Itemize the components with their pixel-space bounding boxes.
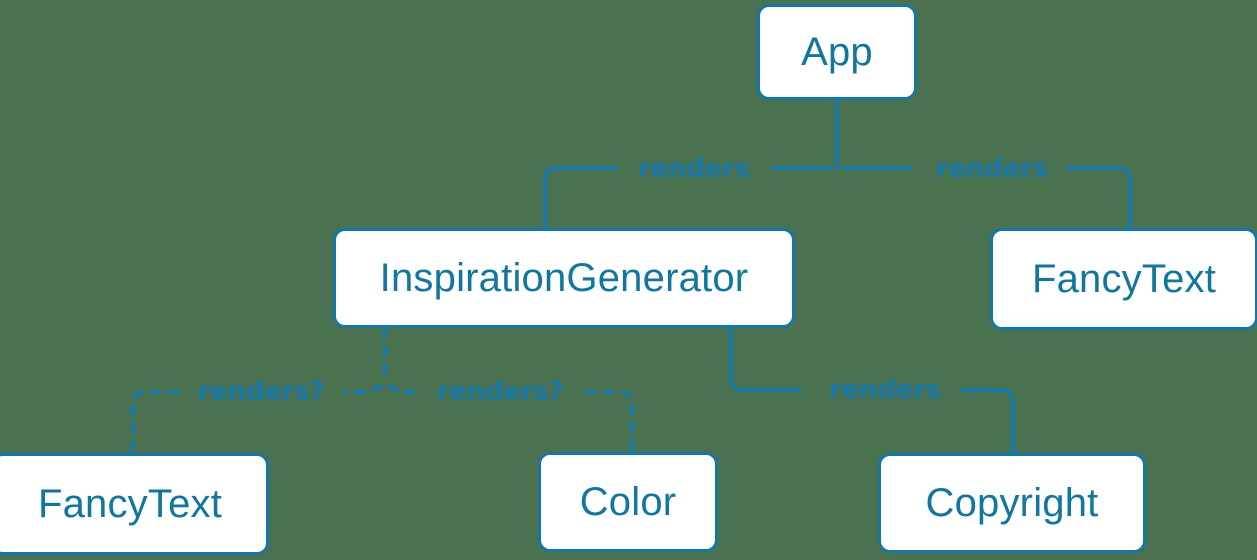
edge-inspiration-generator-to-fancytext-bottom-run [131, 390, 180, 455]
node-app-label: App [801, 29, 873, 74]
edge-app-to-inspiration-generator-left [543, 166, 619, 230]
edge-inspiration-generator-to-copyright-a [729, 326, 802, 392]
edge-label-text: renders? [436, 377, 564, 407]
edge-inspiration-generator-to-copyright-b [961, 388, 1015, 455]
edge-label-inspiration-generator-to-color: renders? [437, 377, 564, 407]
node-copyright-label: Copyright [925, 480, 1099, 525]
node-inspiration-generator-label: InspirationGenerator [379, 255, 749, 300]
edge-label-app-to-inspiration-generator: renders [638, 154, 750, 184]
edge-label-app-to-fancytext-right: renders [936, 154, 1048, 184]
edge-inspiration-generator-to-color [387, 384, 416, 394]
edge-label-inspiration-generator-to-fancytext-bottom: renders? [198, 377, 325, 407]
edge-inspiration-generator-to-color-run [584, 390, 634, 454]
edge-label-text: renders [637, 154, 751, 184]
edge-app-to-fancytext-right-right [1066, 166, 1132, 230]
node-fancytext-bottom[interactable]: FancyText [0, 453, 269, 555]
node-fancytext-right[interactable]: FancyText [990, 228, 1257, 330]
node-inspiration-generator[interactable]: InspirationGenerator [333, 228, 795, 328]
node-fancytext-bottom-label: FancyText [37, 481, 223, 526]
edge-label-inspiration-generator-to-copyright: renders [829, 375, 941, 405]
node-color-label: Color [579, 479, 677, 524]
edge-inspiration-generator-to-fancytext-bottom [343, 384, 383, 394]
edge-label-text: renders [828, 375, 942, 405]
edge-label-text: renders? [197, 377, 325, 407]
node-fancytext-right-label: FancyText [1031, 256, 1217, 301]
node-copyright[interactable]: Copyright [878, 453, 1146, 553]
node-app[interactable]: App [757, 4, 917, 100]
node-color[interactable]: Color [538, 452, 718, 552]
edge-label-text: renders [935, 154, 1049, 184]
